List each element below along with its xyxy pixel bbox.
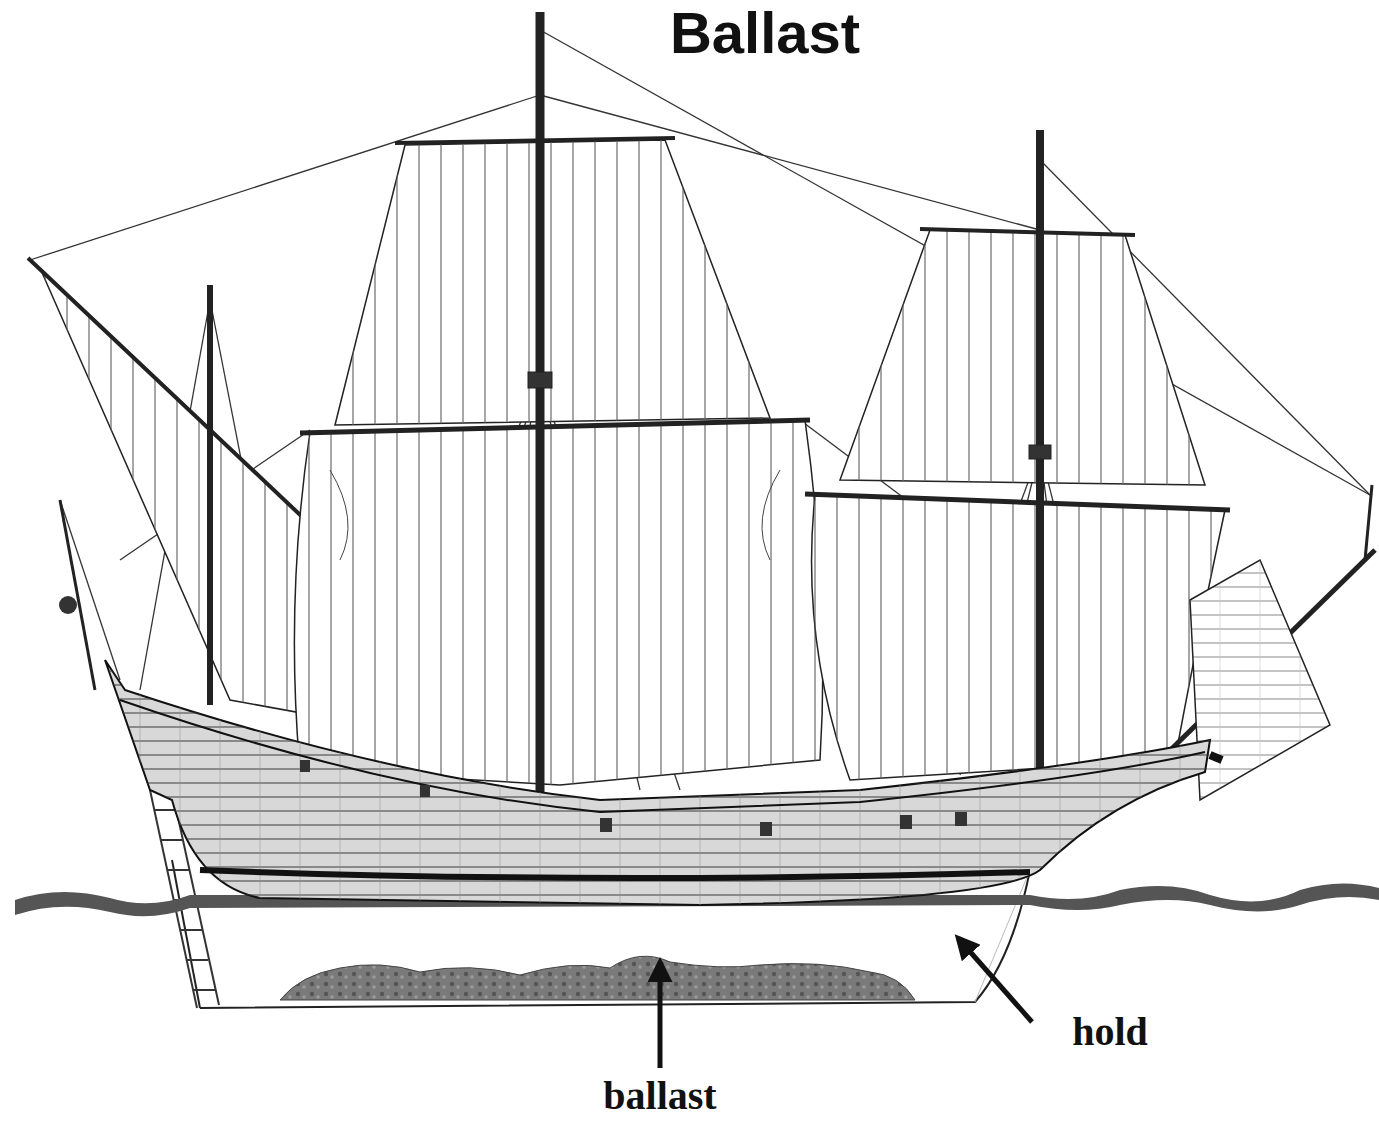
main-course <box>294 420 822 785</box>
fore-course <box>805 494 1230 780</box>
hull <box>59 596 1222 905</box>
main-topsail <box>335 138 770 425</box>
fore-topsail <box>840 229 1205 485</box>
part-label: ballast <box>603 1074 716 1118</box>
title: Ballast <box>670 4 860 62</box>
part-label: hold <box>1072 1010 1148 1054</box>
leader-arrow <box>658 962 663 1068</box>
rigging <box>30 30 1370 790</box>
leader-arrow <box>958 938 1032 1022</box>
masts <box>60 12 1051 800</box>
ballast-stones <box>280 956 915 1000</box>
